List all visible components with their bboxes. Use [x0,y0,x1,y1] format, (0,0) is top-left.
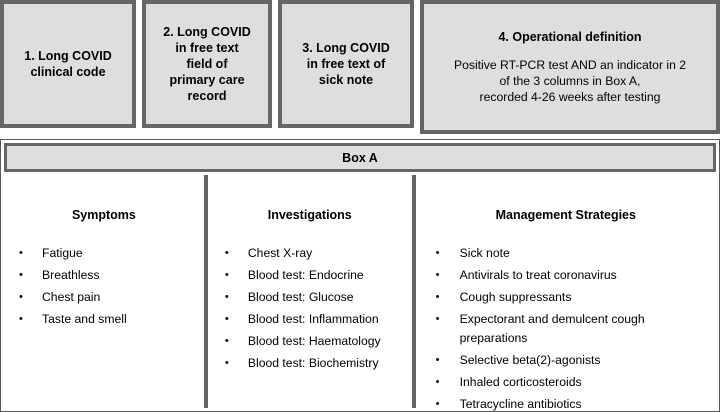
list-item: Chest X-ray [208,244,412,263]
definition-box-3: 3. Long COVID in free text of sick note [278,0,414,128]
list-item: Blood test: Haematology [208,332,412,351]
definition-box-2-title: 2. Long COVID in free text field of prim… [163,25,251,103]
list-item: Blood test: Biochemistry [208,354,412,373]
box-a-columns: Symptoms Fatigue Breathless Chest pain T… [4,175,716,412]
definition-box-3-title: 3. Long COVID in free text of sick note [302,41,390,87]
definition-box-1-title: 1. Long COVID clinical code [24,49,112,79]
list-item: Inhaled corticosteroids [416,373,716,392]
list-item: Antivirals to treat coronavirus [416,266,716,285]
definition-box-4-body: Positive RT-PCR test AND an indicator in… [453,58,687,104]
definition-box-2: 2. Long COVID in free text field of prim… [142,0,272,128]
definition-box-1: 1. Long COVID clinical code [0,0,136,128]
column-investigations-title: Investigations [267,208,352,222]
list-item: Cough suppressants [416,288,716,307]
list-item: Fatigue [4,244,204,263]
box-a-title: Box A [342,150,378,165]
column-management-strategies-title: Management Strategies [495,208,636,222]
definition-box-4: 4. Operational definition Positive RT-PC… [420,0,720,134]
list-item: Breathless [4,266,204,285]
list-item: Chest pain [4,288,204,307]
column-symptoms: Symptoms Fatigue Breathless Chest pain T… [4,175,208,408]
column-symptoms-list: Fatigue Breathless Chest pain Taste and … [4,244,204,329]
list-item: Sick note [416,244,716,263]
list-item: Expectorant and demulcent cough preparat… [416,310,716,348]
top-row-boxes: 1. Long COVID clinical code 2. Long COVI… [0,0,720,136]
column-investigations: Investigations Chest X-ray Blood test: E… [207,175,416,408]
box-a-header: Box A [4,143,716,172]
list-item: Blood test: Endocrine [208,266,412,285]
column-symptoms-title: Symptoms [71,208,136,222]
column-management-strategies: Management Strategies Sick note Antivira… [415,175,716,412]
list-item: Blood test: Glucose [208,288,412,307]
definition-box-4-title: 4. Operational definition [498,30,642,44]
column-management-strategies-list: Sick note Antivirals to treat coronaviru… [416,244,716,412]
list-item: Tetracycline antibiotics [416,395,716,412]
list-item: Taste and smell [4,310,204,329]
column-investigations-list: Chest X-ray Blood test: Endocrine Blood … [208,244,412,373]
box-a-panel: Box A Symptoms Fatigue Breathless Chest … [0,139,720,412]
list-item: Blood test: Inflammation [208,310,412,329]
list-item: Selective beta(2)-agonists [416,351,716,370]
